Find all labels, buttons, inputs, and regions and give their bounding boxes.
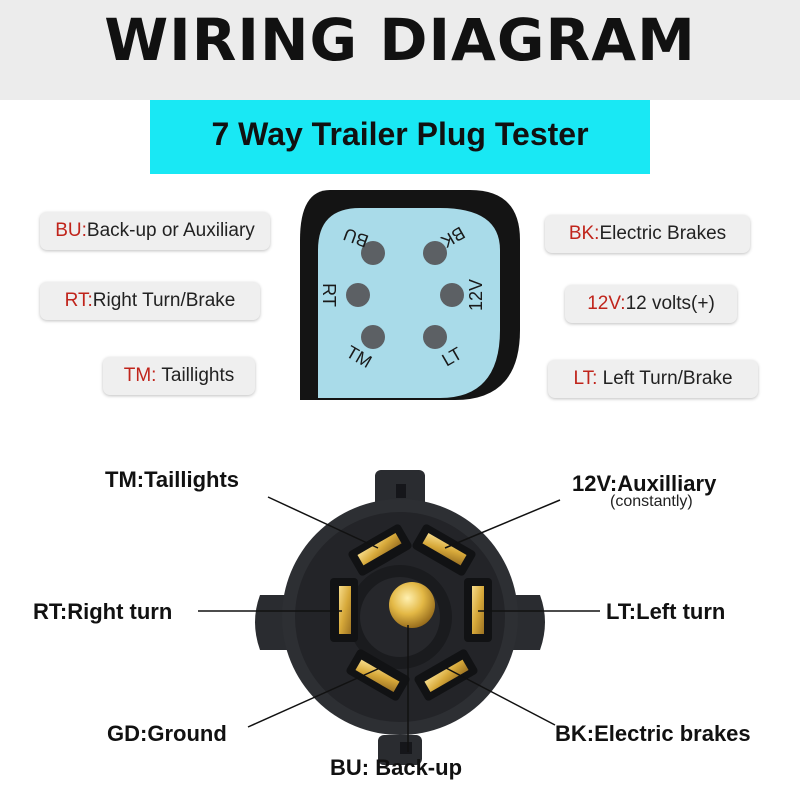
connector-terminal-gd (346, 649, 410, 701)
legend-bu-code: BU: (55, 220, 87, 241)
tester-pin-rt: RT (319, 283, 339, 307)
tester-led-bk (423, 241, 447, 265)
legend-12v-text: 12 volts(+) (625, 293, 715, 314)
legend-bk-code: BK: (568, 223, 600, 244)
legend-rt-code: RT: (64, 290, 93, 311)
legend-tm-code: TM: (123, 365, 157, 386)
leader-bk (445, 667, 556, 726)
connector-terminal-tm (348, 524, 412, 576)
label-bk: BK:Electric brakes (555, 721, 751, 746)
label-gd: GD:Ground (107, 721, 227, 746)
connector (255, 470, 545, 765)
connector-terminal-12v (412, 524, 476, 576)
legend-lt: LT: Left Turn/Brake (548, 360, 758, 398)
legend-lt-text: Left Turn/Brake (597, 368, 733, 389)
leader-12v (444, 499, 561, 549)
legend-rt: RT:Right Turn/Brake (40, 282, 260, 320)
legend-tm: TM: Taillights (103, 357, 255, 395)
tester-led-lt (423, 325, 447, 349)
tester-led-rt (346, 283, 370, 307)
tester-led-bu (361, 241, 385, 265)
tester-led-12v (440, 283, 464, 307)
legend-bk-text: Electric Brakes (599, 223, 727, 244)
tester-housing: BU BK RT 12V TM LT (300, 190, 520, 400)
subtitle-text: 7 Way Trailer Plug Tester (211, 116, 589, 152)
legend-bu: BU:Back-up or Auxiliary (40, 212, 270, 250)
title-bar (0, 0, 800, 100)
leader-gd (247, 667, 381, 728)
label-lt: LT:Left turn (606, 599, 726, 624)
subtitle-banner: 7 Way Trailer Plug Tester (150, 100, 650, 174)
connector-terminal-rt (330, 578, 358, 642)
legend-bu-text: Back-up or Auxiliary (86, 220, 255, 241)
label-12v: 12V:Auxilliary (572, 471, 717, 496)
label-bu: BU: Back-up (330, 755, 463, 780)
leader-lines (198, 496, 600, 752)
legend-lt-code: LT: (573, 368, 598, 389)
connector-terminal-lt (464, 578, 492, 642)
tester-led-tm (361, 325, 385, 349)
tester-pin-12v: 12V (466, 279, 486, 311)
page-title: WIRING DIAGRAM (104, 6, 696, 74)
label-rt: RT:Right turn (33, 599, 173, 624)
label-tm: TM:Taillights (105, 467, 240, 492)
leader-tm (267, 496, 379, 549)
legend-tm-text: Taillights (156, 365, 235, 386)
legend-12v-code: 12V: (587, 293, 626, 314)
label-12v-note: (constantly) (610, 493, 693, 510)
legend-12v: 12V:12 volts(+) (565, 285, 737, 323)
legend-rt-text: Right Turn/Brake (92, 290, 236, 311)
connector-terminal-bk (414, 649, 478, 701)
connector-pin-center (389, 582, 435, 628)
legend-bk: BK:Electric Brakes (545, 215, 750, 253)
